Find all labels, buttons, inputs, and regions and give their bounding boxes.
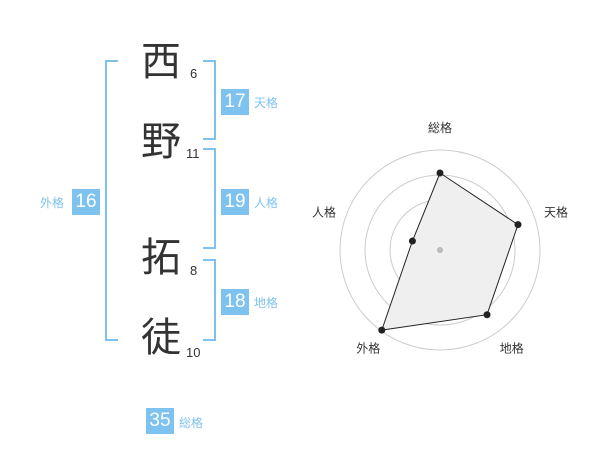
name-char-3: 拓 — [141, 235, 181, 281]
stroke-count-1: 6 — [190, 66, 198, 81]
radar-axis-label: 人格 — [312, 204, 336, 219]
radar-center-dot — [437, 247, 443, 253]
chikaku-value: 18 — [221, 289, 249, 315]
jinkaku-bracket — [203, 148, 216, 249]
radar-points — [378, 169, 522, 334]
chikaku-bracket — [203, 259, 216, 341]
tenkaku-label: 天格 — [254, 96, 279, 110]
stroke-count-4: 10 — [186, 345, 201, 360]
radar-point-3 — [378, 326, 386, 334]
jinkaku-value: 19 — [221, 189, 249, 215]
gaikaku-value: 16 — [72, 189, 100, 215]
radar-axis-label: 外格 — [356, 341, 380, 356]
tenkaku-bracket — [203, 60, 216, 140]
stroke-count-2: 11 — [186, 146, 200, 161]
radar-point-4 — [408, 237, 416, 245]
gaikaku-label: 外格 — [40, 196, 65, 210]
chikaku-label: 地格 — [254, 296, 279, 310]
radar-axis-label: 総格 — [428, 120, 452, 135]
name-char-2: 野 — [141, 119, 181, 165]
tenkaku-value: 17 — [221, 89, 249, 115]
radar-point-0 — [436, 169, 444, 177]
radar-series — [381, 172, 519, 331]
radar-point-2 — [483, 311, 491, 319]
radar-axis-label: 天格 — [544, 204, 568, 219]
soukaku-label: 総格 — [179, 416, 204, 430]
soukaku-value: 35 — [146, 408, 174, 434]
stroke-count-3: 8 — [190, 263, 198, 278]
gaikaku-bracket — [105, 60, 118, 341]
radar-point-1 — [514, 221, 522, 229]
radar-ring — [339, 149, 541, 351]
name-char-4: 徒 — [141, 315, 181, 361]
name-char-1: 西 — [141, 39, 181, 85]
radar-axis-label: 地格 — [500, 341, 524, 356]
jinkaku-label: 人格 — [254, 196, 279, 210]
